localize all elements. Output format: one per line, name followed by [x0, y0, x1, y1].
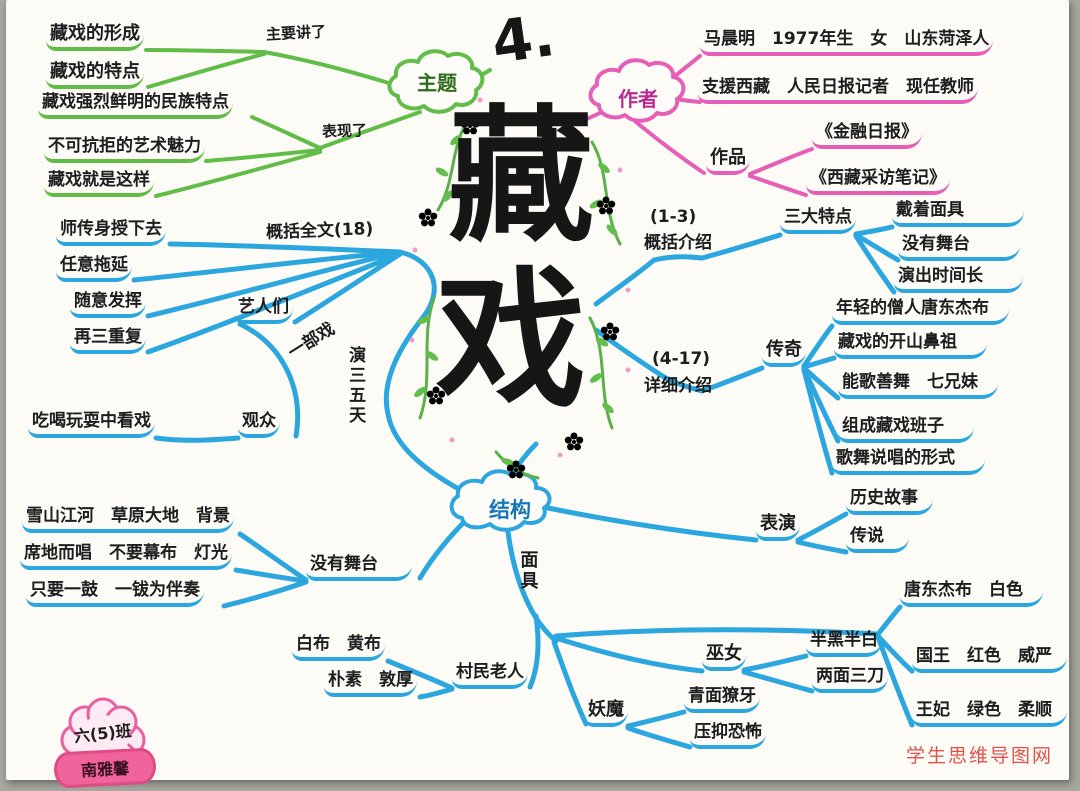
node-legend-monk: 年轻的僧人唐东杰布 [832, 297, 1009, 326]
label-detail: 详细介绍 [644, 376, 712, 396]
node-villager-elder: 村民老人 [452, 661, 528, 690]
node-witch: 巫女 [702, 642, 746, 672]
badge-student-ribbon: 南雅馨 [53, 747, 157, 789]
node-trait-masks: 戴着面具 [892, 199, 1024, 228]
hub-summary: 概括全文(18) [265, 219, 374, 243]
node-legend-seven-siblings: 能歌善舞 七兄妹 [838, 371, 998, 400]
node-theme-formation: 藏戏的形成 [46, 22, 144, 52]
node-stage-backdrop: 雪山江河 草原大地 背景 [22, 505, 234, 534]
node-perform-legend: 传说 [846, 525, 909, 554]
node-author-bio: 马晨明 1977年生 女 山东菏泽人 [700, 28, 994, 57]
node-mask-queen-green: 王妃 绿色 柔顺 [912, 699, 1067, 728]
hub-theme: 主题 [417, 71, 457, 95]
node-summary-repeat: 再三重复 [70, 326, 146, 355]
badge-student-name: 南雅馨 [80, 758, 130, 781]
label-artists: 艺人们 [234, 296, 293, 325]
node-witch-two-faced: 两面三刀 [812, 665, 888, 694]
title-char-zang: 藏 [448, 92, 594, 262]
hub-author: 作者 [618, 87, 658, 111]
node-trait-long-show: 演出时间长 [894, 265, 1023, 294]
node-stage-no-curtain: 席地而唱 不要幕布 灯光 [20, 542, 232, 571]
node-stage-drum-cymbal: 只要一鼓 一钹为伴奏 [26, 579, 204, 608]
node-mask-king-red: 国王 红色 威严 [912, 645, 1067, 674]
node-villager-cloth: 白布 黄布 [292, 633, 385, 662]
node-perform-history: 历史故事 [846, 487, 933, 516]
node-villager-simple: 朴素 敦厚 [324, 669, 417, 698]
label-three-five-days: 演三五天 [345, 346, 366, 426]
title-number: 4. [487, 0, 559, 78]
node-trait-no-stage: 没有舞台 [898, 233, 1020, 262]
label-intro: 概括介绍 [644, 233, 712, 253]
node-author-work2: 《西藏采访笔记》 [806, 167, 950, 196]
node-theme-national-traits: 藏戏强烈鲜明的民族特点 [38, 91, 233, 120]
node-theme-traits: 藏戏的特点 [46, 60, 144, 90]
node-demon: 妖魔 [584, 698, 628, 728]
node-legend-founder: 藏戏的开山鼻祖 [834, 331, 987, 360]
node-demon-fangs: 青面獠牙 [684, 685, 760, 714]
label-masks: 面具 [517, 550, 539, 592]
node-author-work1: 《金融日报》 [812, 121, 922, 150]
node-no-stage: 没有舞台 [306, 553, 412, 582]
node-watch-while-eating: 吃喝玩耍中看戏 [28, 410, 155, 439]
hub-legend: 传奇 [762, 338, 806, 368]
label-intro-range: (1-3) [650, 207, 697, 227]
label-detail-range: (4-17) [652, 349, 711, 369]
node-witch-half: 半黑半白 [806, 629, 882, 658]
label-audience: 观众 [238, 410, 280, 439]
watermark: 学生思维导图网 [906, 745, 1054, 767]
hub-performance: 表演 [756, 512, 800, 542]
node-theme-thats-tibetan-opera: 藏戏就是这样 [44, 169, 154, 198]
node-theme-artistic-charm: 不可抗拒的艺术魅力 [44, 135, 205, 164]
node-mask-tangdong-white: 唐东杰布 白色 [900, 579, 1043, 608]
node-summary-delay: 任意拖延 [56, 254, 132, 283]
node-demon-terror: 压抑恐怖 [690, 721, 766, 750]
node-summary-improvise: 随意发挥 [70, 290, 146, 319]
label-mainly-tells: 主要讲了 [265, 22, 327, 44]
hub-three-traits: 三大特点 [780, 206, 856, 235]
node-author-career: 支援西藏 人民日报记者 现任教师 [698, 76, 978, 105]
label-expresses: 表现了 [321, 121, 368, 141]
node-author-works-label: 作品 [706, 146, 750, 176]
node-legend-troupe: 组成藏戏班子 [838, 415, 974, 444]
title-char-xi: 戏 [436, 254, 587, 428]
hub-structure: 结构 [489, 498, 531, 522]
node-summary-passed-down: 师传身授下去 [56, 218, 166, 247]
node-legend-song-form: 歌舞说唱的形式 [832, 447, 985, 476]
